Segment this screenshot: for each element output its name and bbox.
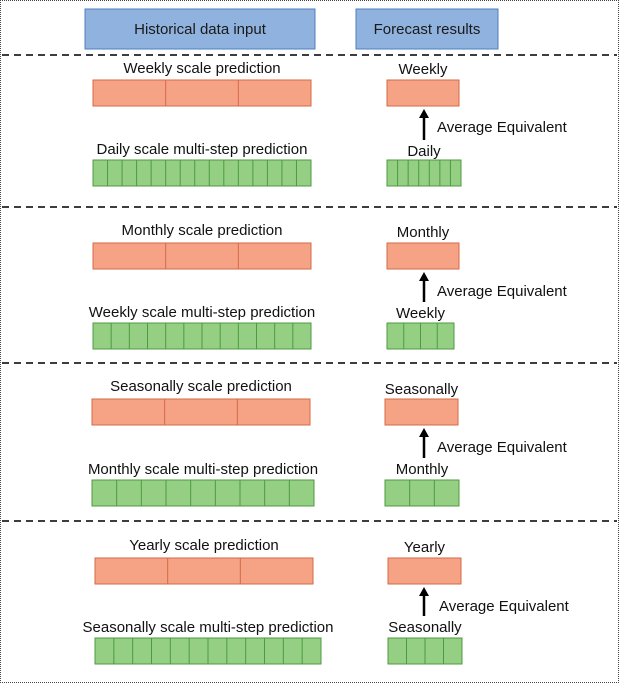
fine-input-bar-body [92,159,312,187]
fine-scale-label: Daily scale multi-step prediction [97,141,308,158]
historical-input-header-box [84,8,316,50]
result-fine-bar-body [384,479,460,507]
coarse-scale-label: Seasonally scale prediction [110,378,292,395]
result-coarse-bar-body [384,398,459,426]
forecast-results-header-label: Forecast results [374,21,481,38]
average-equivalent-label: Average Equivalent [439,598,570,615]
fine-input-bar [92,322,312,350]
coarse-scale-label: Weekly scale prediction [123,60,280,77]
result-fine-label: Seasonally [388,619,462,636]
result-fine-bar [384,479,460,507]
coarse-input-bar-body [94,557,314,585]
result-fine-label: Weekly [396,305,445,322]
historical-input-header-label: Historical data input [134,21,267,38]
result-coarse-bar-body [387,557,462,585]
result-fine-bar [387,637,463,665]
coarse-scale-label: Monthly scale prediction [122,222,283,239]
coarse-input-bar-body [92,79,312,107]
result-fine-bar [386,159,462,187]
coarse-input-bar-body [91,398,311,426]
fine-input-bar [91,479,315,507]
coarse-input-bar-body [92,242,312,270]
result-coarse-bar [384,398,459,426]
fine-input-bar-body [91,479,315,507]
arrow-head [419,428,429,437]
fine-input-bar [92,159,312,187]
result-coarse-label: Yearly [404,539,446,556]
result-coarse-bar [386,242,460,270]
result-fine-bar-body [386,159,462,187]
arrow-head [419,587,429,596]
arrow-head [419,109,429,118]
result-fine-label: Monthly [396,461,449,478]
fine-scale-label: Seasonally scale multi-step prediction [83,619,334,636]
result-coarse-label: Weekly [399,61,448,78]
fine-input-bar [94,637,322,665]
fine-scale-label: Monthly scale multi-step prediction [88,461,318,478]
average-equivalent-label: Average Equivalent [437,283,568,300]
coarse-scale-label: Yearly scale prediction [129,537,279,554]
coarse-input-bar [92,242,312,270]
result-coarse-label: Seasonally [385,381,459,398]
coarse-input-bar [92,79,312,107]
arrow-head [419,272,429,281]
forecast-results-header-box [355,8,499,50]
fine-scale-label: Weekly scale multi-step prediction [89,304,315,321]
result-coarse-bar-body [386,79,460,107]
coarse-input-bar [94,557,314,585]
result-fine-label: Daily [407,143,441,160]
result-coarse-bar [386,79,460,107]
average-equivalent-label: Average Equivalent [437,439,568,456]
result-coarse-bar-body [386,242,460,270]
average-equivalent-label: Average Equivalent [437,119,568,136]
coarse-input-bar [91,398,311,426]
result-coarse-label: Monthly [397,224,450,241]
result-fine-bar [386,322,455,350]
result-coarse-bar [387,557,462,585]
